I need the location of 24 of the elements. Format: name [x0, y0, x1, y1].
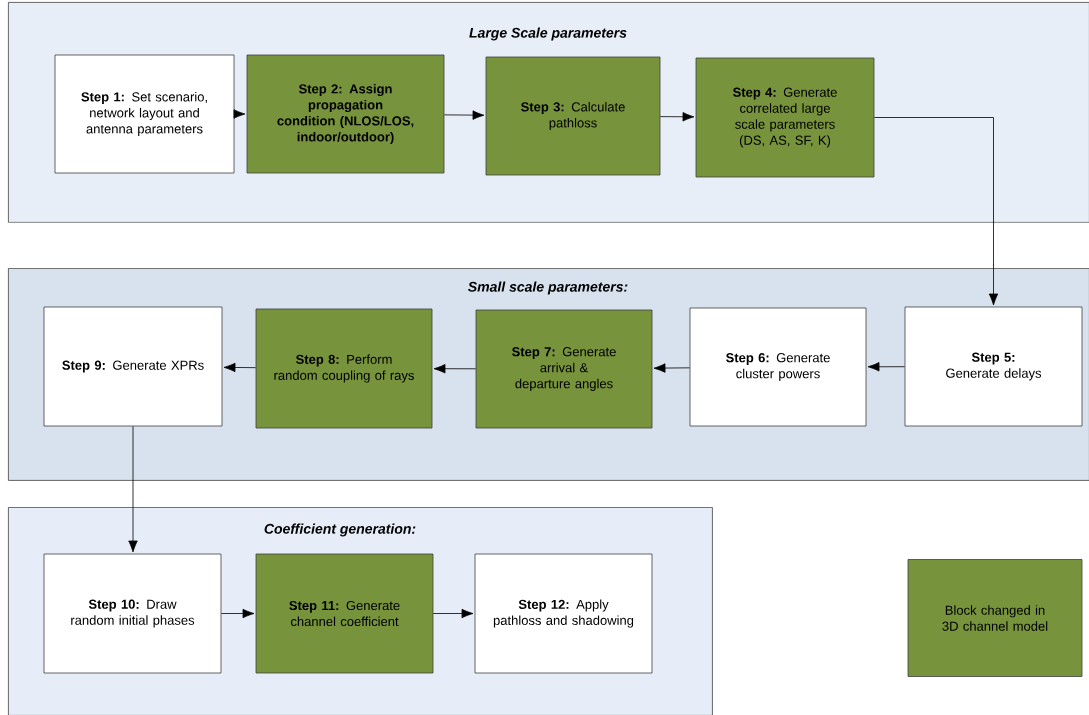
step-box: Step 1: Set scenario, network layout and antenna parameters [54, 54, 235, 174]
arrow [433, 364, 476, 374]
step-box: Step 9: Generate XPRs [43, 306, 223, 427]
step-box: Step 6: Generate cluster powers [689, 307, 867, 427]
arrow [223, 362, 256, 373]
step-box: Step 12: Apply pathloss and shadowing [474, 553, 653, 674]
arrow [221, 608, 255, 619]
legend-box: Block changed in 3D channel model [907, 559, 1083, 677]
step-box: Step 2: Assign propagation condition (NLOS/LOS, indoor/outdoor) [246, 54, 445, 174]
step-box: Step 7: Generate arrival & departure angles [475, 309, 653, 429]
arrow [444, 110, 485, 120]
step-box: Step 11: Generate channel coefficient [255, 553, 434, 674]
arrow [433, 608, 474, 619]
step-box: Step 3: Calculate pathloss [485, 56, 661, 176]
arrow [874, 117, 999, 306]
step-box: Step 10: Draw random initial phases [43, 553, 222, 674]
arrow [128, 426, 138, 553]
step-box: Step 5: Generate delays [904, 306, 1083, 427]
arrow [233, 109, 246, 119]
step-box: Step 8: Perform random coupling of rays [255, 308, 433, 429]
step-box: Step 4: Generate correlated large scale parameters (DS, AS, SF, K) [695, 57, 875, 178]
arrow [660, 112, 695, 122]
arrow [653, 363, 690, 373]
arrow [867, 362, 905, 372]
